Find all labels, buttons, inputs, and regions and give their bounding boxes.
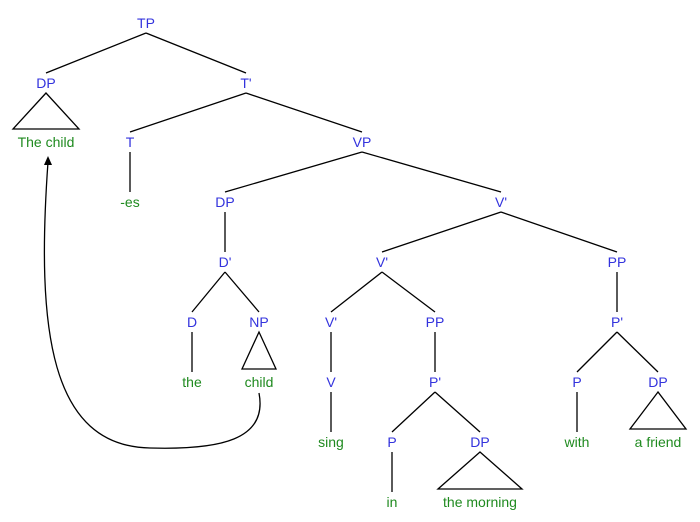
edge-vbar-mid-vbar-low [330,271,383,313]
edge-tbar-t [129,92,247,133]
node-p-in: P [387,434,396,450]
edge-tbar-vp [245,92,363,133]
node-pp-with: PP [608,254,627,270]
node-dp-in: DP [470,434,489,450]
node-tp: TP [137,15,155,31]
triangle-np [240,330,278,370]
edge-vbar-top-pp [500,211,618,253]
node-p-with: P [572,374,581,390]
word-a-friend: a friend [635,434,682,450]
edge-dbar-np [224,271,260,313]
edge-dbar-d [191,271,226,313]
node-v-bar-top: V' [495,194,507,210]
node-v-bar-mid: V' [376,254,388,270]
word-the: the [182,374,202,390]
word-with: with [564,434,590,450]
edge-tp-dp [45,32,147,74]
word-the-child: The child [18,134,75,150]
node-p-bar-with: P' [611,314,623,330]
node-t: T [126,134,135,150]
edge-vp-vbar [361,151,502,193]
movement-arrow [43,161,261,449]
movement-arrowhead [44,156,52,165]
node-v: V [326,374,336,390]
triangle-dp-with [628,390,688,430]
edge-pbar-with-dp [616,331,659,373]
node-d-bar: D' [219,254,232,270]
edge-tp-tbar [145,32,247,74]
word-es: -es [120,194,139,210]
triangle-dp-spec [11,92,81,130]
triangle-dp-in [436,451,524,490]
word-in: in [387,494,398,510]
node-vp: VP [353,134,372,150]
node-v-bar-low: V' [325,314,337,330]
node-t-bar: T' [240,75,251,91]
edge-vbar-mid-pp [381,271,436,313]
node-dp-with: DP [648,374,667,390]
word-child: child [245,374,274,390]
edge-vp-dp [224,151,363,193]
word-the-morning: the morning [443,494,517,510]
word-sing: sing [318,434,344,450]
node-p-bar-in: P' [429,374,441,390]
node-pp-in: PP [426,314,445,330]
edge-pbar-in-dp [434,391,481,433]
node-np: NP [249,314,268,330]
edge-vbar-top-vbar-mid [381,211,502,253]
edge-pbar-in-p [391,391,436,433]
node-dp-spec: DP [36,75,55,91]
edge-pbar-with-p [576,331,618,373]
node-d: D [187,314,197,330]
node-dp-subj: DP [215,194,234,210]
